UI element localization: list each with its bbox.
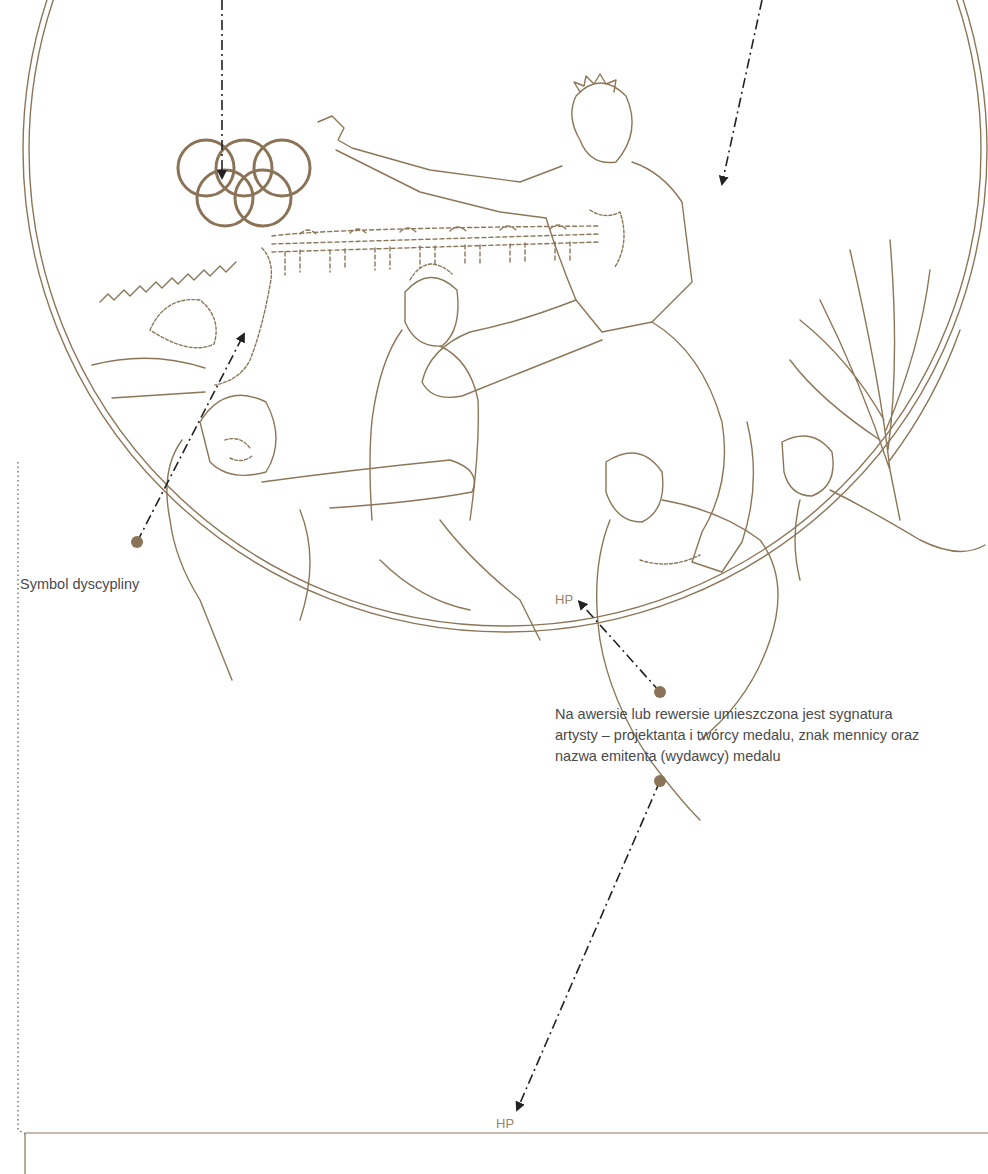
leader-dot: [131, 536, 143, 548]
medal-rim: [23, 0, 987, 632]
carrier-head: [782, 436, 833, 496]
annotation-label: Na awersie lub rewersie umieszczona jest…: [555, 704, 927, 767]
victor-head: [572, 83, 632, 163]
olympic-rings: [178, 140, 310, 226]
leader-arrow: [137, 334, 244, 542]
athlete-head: [405, 277, 458, 346]
palm-branch: [790, 240, 960, 520]
medal-edge: [25, 1133, 988, 1174]
guide-line: [18, 462, 25, 1134]
leader-arrow: [579, 602, 660, 693]
bearded-head: [200, 395, 276, 475]
leader-dot: [654, 775, 666, 787]
leader-arrow: [221, 0, 223, 178]
leader-arrow: [722, 0, 762, 184]
leader-dot: [654, 686, 666, 698]
raised-arm: [318, 116, 562, 182]
annotation-label: Symbol dyscypliny: [20, 574, 139, 595]
stadium-wall: [100, 262, 236, 302]
artist-signature: HP: [496, 1116, 514, 1131]
carrier-head: [606, 453, 663, 522]
swimmer-head: [150, 300, 216, 348]
artist-signature: HP: [555, 592, 573, 607]
leader-arrow: [517, 781, 660, 1110]
